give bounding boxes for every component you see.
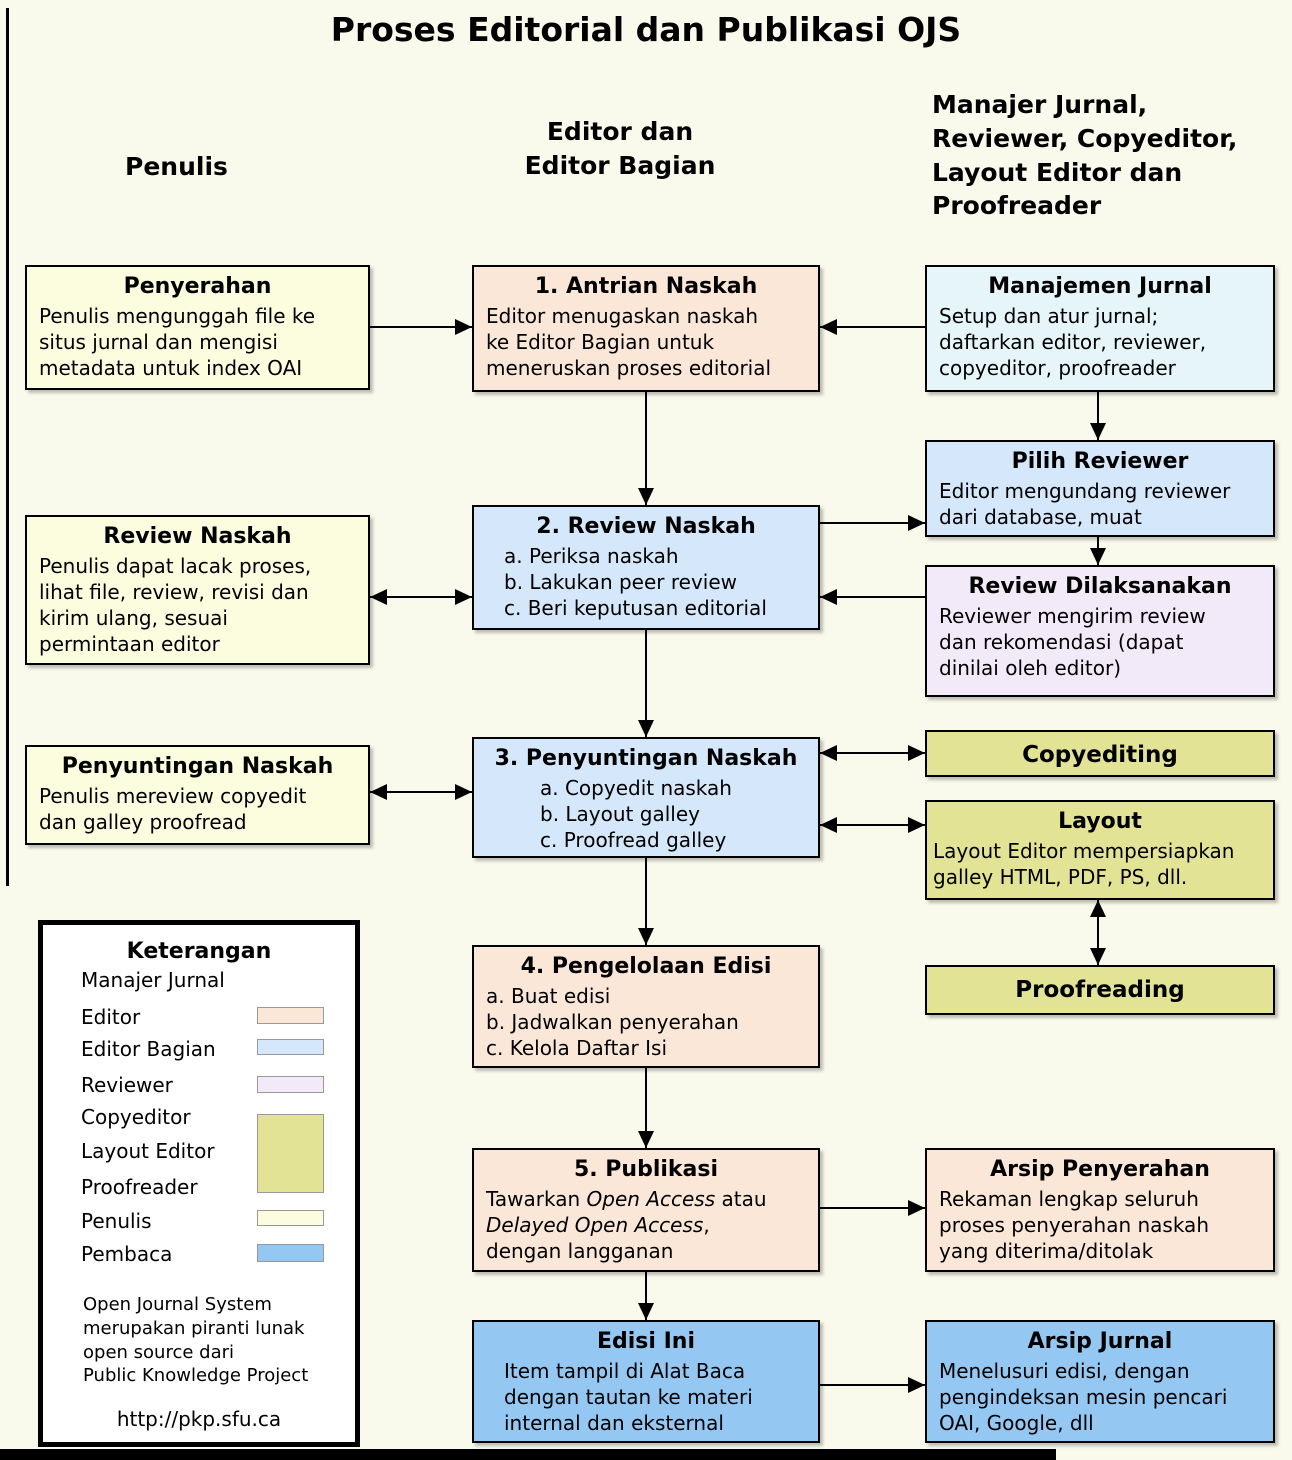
arrow-edisi-ini-to-arsip-jurnal [820,1384,925,1386]
legend-label-editor: Editor [81,1005,141,1029]
box-manajemen-jurnal-body: Setup dan atur jurnal; daftarkan editor,… [939,303,1207,380]
legend-label-penulis: Penulis [81,1209,152,1233]
arrow-pengelolaan-to-publikasi [645,1068,647,1148]
box-manajemen-jurnal-title: Manajemen Jurnal [988,274,1212,299]
arrow-layout-proofreading-bidir [1097,900,1099,965]
legend-label-proofreader: Proofreader [81,1175,198,1199]
box-edisi-ini: Edisi Ini Item tampil di Alat Baca denga… [472,1320,820,1443]
arrow-review-to-penyuntingan [645,630,647,737]
diagram-title: Proses Editorial dan Publikasi OJS [330,10,962,49]
legend-label-editor-bagian: Editor Bagian [81,1037,216,1061]
box-penyerahan-title: Penyerahan [123,274,272,299]
arrow-penyuntingan-layout-bidir [820,824,925,826]
legend-label-copyeditor: Copyeditor [81,1105,191,1129]
box-arsip-penyerahan-body: Rekaman lengkap seluruh proses penyeraha… [939,1186,1209,1263]
legend-swatch-penulis [257,1210,324,1226]
page-left-border [6,8,9,886]
box-penyuntingan-naskah: 3. Penyuntingan Naskah a. Copyedit naska… [472,737,820,858]
box-antrian-naskah-title: 1. Antrian Naskah [534,274,758,299]
publikasi-text-delayed-open-access: Delayed Open Access [486,1212,704,1237]
box-proofreading: Proofreading [925,965,1275,1015]
box-review-naskah-body: a. Periksa naskah b. Lakukan peer review… [504,543,767,620]
arrow-pilih-reviewer-to-review-dilaksanakan [1097,537,1099,565]
publikasi-text-2: atau [721,1186,767,1211]
box-penyuntingan-naskah-penulis-title: Penyuntingan Naskah [61,754,334,779]
box-manajemen-jurnal: Manajemen Jurnal Setup dan atur jurnal; … [925,265,1275,392]
box-publikasi: 5. Publikasi Tawarkan Open Access atau D… [472,1148,820,1272]
box-penyerahan-body: Penulis mengunggah file ke situs jurnal … [39,303,316,380]
box-review-naskah-penulis-title: Review Naskah [103,524,292,549]
box-penyuntingan-naskah-penulis: Penyuntingan Naskah Penulis mereview cop… [25,745,370,845]
box-pilih-reviewer: Pilih Reviewer Editor mengundang reviewe… [925,440,1275,537]
arrow-manajemen-to-pilih-reviewer [1097,392,1099,440]
box-review-naskah-title: 2. Review Naskah [536,514,756,539]
publikasi-text-open-access: Open Access [586,1186,716,1211]
arrow-penyuntingan-to-pengelolaan [645,858,647,945]
legend-label-layout-editor: Layout Editor [81,1139,215,1163]
box-copyediting: Copyediting [925,730,1275,777]
arrow-penyuntingan-penulis-bidir [370,791,472,793]
box-penyuntingan-naskah-penulis-body: Penulis mereview copyedit dan galley pro… [39,783,307,834]
arrow-publikasi-to-edisi-ini [645,1272,647,1320]
box-publikasi-title: 5. Publikasi [573,1157,719,1182]
box-antrian-naskah-body: Editor menugaskan naskah ke Editor Bagia… [486,303,772,380]
legend-label-pembaca: Pembaca [81,1242,173,1266]
box-layout-title: Layout [1058,809,1142,834]
legend-swatch-editor-bagian [257,1039,324,1055]
box-arsip-jurnal-title: Arsip Jurnal [1027,1329,1173,1354]
legend-label-reviewer: Reviewer [81,1073,173,1097]
box-antrian-naskah: 1. Antrian Naskah Editor menugaskan nask… [472,265,820,392]
box-review-dilaksanakan-title: Review Dilaksanakan [968,574,1232,599]
arrow-review-naskah-to-pilih-reviewer [820,522,925,524]
legend-footer: Open Journal System merupakan piranti lu… [83,1294,309,1387]
arrow-review-naskah-penulis-bidir [370,596,472,598]
box-review-dilaksanakan-body: Reviewer mengirim review dan rekomendasi… [939,603,1206,680]
box-copyediting-title: Copyediting [1022,742,1178,768]
box-review-naskah-penulis: Review Naskah Penulis dapat lacak proses… [25,515,370,665]
publikasi-text-1: Tawarkan [486,1186,587,1211]
box-review-naskah: 2. Review Naskah a. Periksa naskah b. La… [472,505,820,630]
box-publikasi-body: Tawarkan Open Access atau Delayed Open A… [474,1184,818,1264]
page-bottom-border [0,1449,1056,1460]
arrow-penyuntingan-copyediting-bidir [820,752,925,754]
box-pengelolaan-edisi: 4. Pengelolaan Edisi a. Buat edisi b. Ja… [472,945,820,1068]
legend-label-manajer-jurnal: Manajer Jurnal [81,968,225,992]
box-arsip-jurnal: Arsip Jurnal Menelusuri edisi, dengan pe… [925,1320,1275,1443]
box-edisi-ini-title: Edisi Ini [596,1329,695,1354]
arrow-penyerahan-to-antrian [370,326,472,328]
box-edisi-ini-body: Item tampil di Alat Baca dengan tautan k… [504,1358,753,1435]
legend-swatch-staff [257,1114,324,1193]
legend-swatch-pembaca [257,1244,324,1262]
box-arsip-jurnal-body: Menelusuri edisi, dengan pengindeksan me… [939,1358,1228,1435]
box-pilih-reviewer-body: Editor mengundang reviewer dari database… [939,478,1231,529]
box-arsip-penyerahan: Arsip Penyerahan Rekaman lengkap seluruh… [925,1148,1275,1272]
box-pengelolaan-edisi-body: a. Buat edisi b. Jadwalkan penyerahan c.… [486,983,739,1060]
box-pengelolaan-edisi-title: 4. Pengelolaan Edisi [520,954,772,979]
legend-swatch-reviewer [257,1076,324,1093]
column-header-manajer: Manajer Jurnal, Reviewer, Copyeditor, La… [932,90,1238,221]
box-review-dilaksanakan: Review Dilaksanakan Reviewer mengirim re… [925,565,1275,697]
arrow-publikasi-to-arsip-penyerahan [820,1207,925,1209]
legend-url: http://pkp.sfu.ca [116,1407,282,1431]
publikasi-text-3: , dengan langganan [486,1212,710,1263]
box-review-naskah-penulis-body: Penulis dapat lacak proses, lihat file, … [39,553,312,656]
arrow-antrian-to-review [645,392,647,505]
box-pilih-reviewer-title: Pilih Reviewer [1011,449,1189,474]
box-layout: Layout Layout Editor mempersiapkan galle… [925,800,1275,900]
arrow-manajemen-jurnal-to-antrian [820,326,925,328]
legend-swatch-editor [257,1007,324,1024]
legend: Keterangan Manajer Jurnal Editor Editor … [38,920,360,1447]
box-proofreading-title: Proofreading [1015,977,1185,1003]
box-arsip-penyerahan-title: Arsip Penyerahan [990,1157,1210,1182]
column-header-editor: Editor dan Editor Bagian [524,117,716,180]
arrow-review-dilaksanakan-to-review-naskah [820,596,925,598]
box-layout-body: Layout Editor mempersiapkan galley HTML,… [933,838,1235,889]
column-header-penulis: Penulis [125,152,228,181]
box-penyuntingan-naskah-body: a. Copyedit naskah b. Layout galley c. P… [540,775,732,852]
box-penyerahan: Penyerahan Penulis mengunggah file ke si… [25,265,370,390]
legend-title: Keterangan [126,939,272,964]
box-penyuntingan-naskah-title: 3. Penyuntingan Naskah [494,746,798,771]
